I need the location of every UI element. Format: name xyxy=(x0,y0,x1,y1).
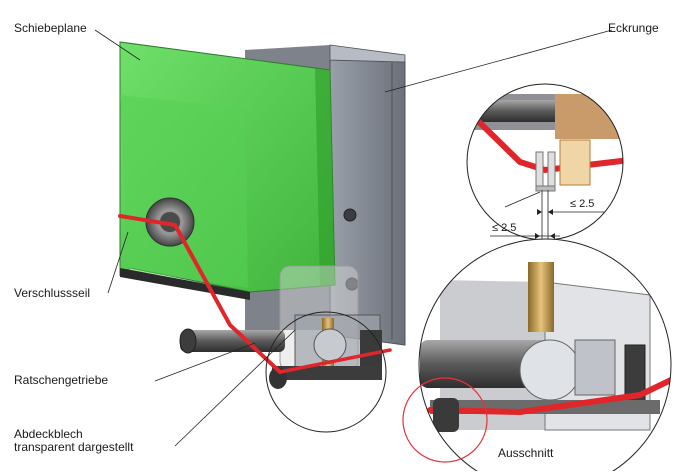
label-eckrunge: Eckrunge xyxy=(608,21,659,35)
locking-rope xyxy=(118,214,392,374)
section-detail xyxy=(402,238,672,476)
label-abdeckblech-sub: transparent dargestellt xyxy=(14,440,134,454)
label-verschlussseil: Verschlussseil xyxy=(14,286,91,300)
sliding-tarp xyxy=(119,41,336,300)
cover-detail-circle xyxy=(265,311,387,433)
clearance-detail xyxy=(466,83,624,245)
main-assembly xyxy=(118,41,406,433)
leader-lines xyxy=(94,29,613,447)
label-ausschnitt: Ausschnitt xyxy=(498,446,554,460)
label-schiebeplane: Schiebeplane xyxy=(14,21,87,35)
ratchet-gear xyxy=(179,314,382,389)
label-abdeckblech: Abdeckblech xyxy=(14,427,83,441)
dimension-lower: ≤ 2.5 xyxy=(492,222,517,234)
dimension-upper: ≤ 2.5 xyxy=(570,198,595,210)
red-callout-circle xyxy=(402,377,488,463)
label-ratschengetriebe: Ratschengetriebe xyxy=(14,373,109,387)
